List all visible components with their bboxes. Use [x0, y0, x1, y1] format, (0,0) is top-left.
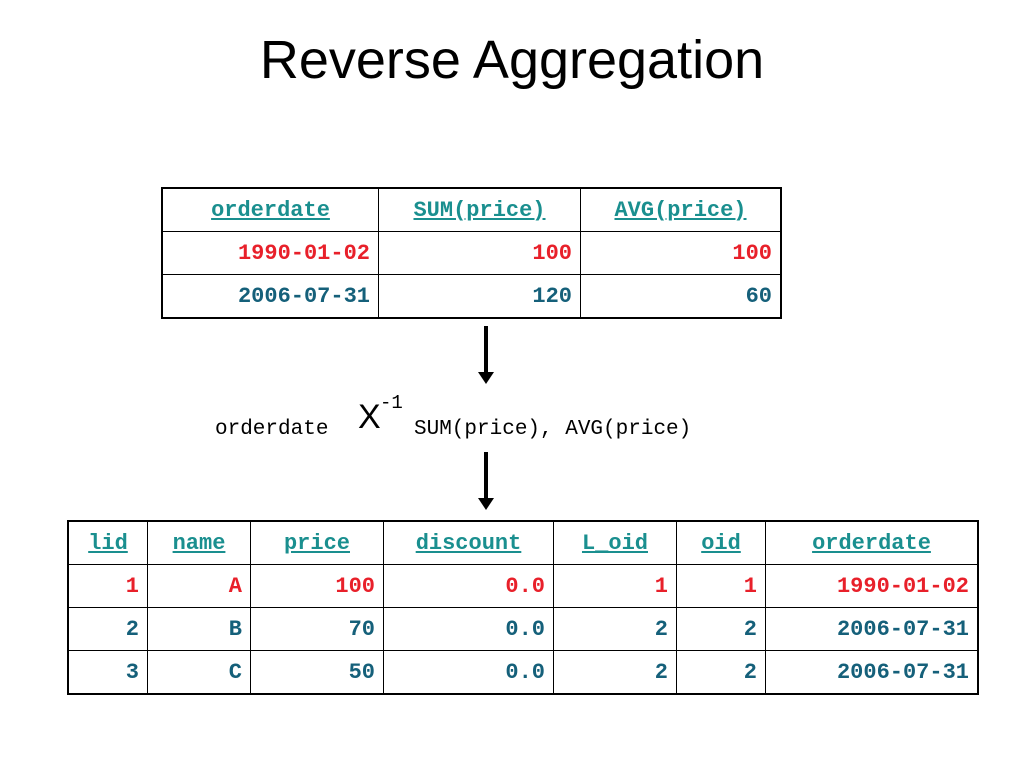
table-row: 2 B 70 0.0 2 2 2006-07-31 [67, 607, 979, 651]
column-header-l-oid[interactable]: L_oid [553, 520, 677, 565]
cell-name: B [147, 607, 251, 651]
operator-subscript-left: orderdate [215, 418, 329, 441]
table-row: 1990-01-02 100 100 [161, 231, 782, 275]
operator-subscript-right: SUM(price), AVG(price) [414, 418, 692, 441]
cell-discount: 0.0 [383, 607, 554, 651]
base-table: lid name price discount L_oid oid orderd… [67, 520, 979, 695]
cell-lid: 2 [67, 607, 148, 651]
aggregate-table: orderdate SUM(price) AVG(price) 1990-01-… [161, 187, 782, 319]
table-header-row: orderdate SUM(price) AVG(price) [161, 187, 782, 232]
table-header-row: lid name price discount L_oid oid orderd… [67, 520, 979, 565]
cell-sum-price: 120 [378, 274, 581, 319]
cell-discount: 0.0 [383, 564, 554, 608]
table-row: 2006-07-31 120 60 [161, 274, 782, 319]
cell-sum-price: 100 [378, 231, 581, 275]
column-header-lid[interactable]: lid [67, 520, 148, 565]
operator-superscript: -1 [380, 392, 403, 414]
cell-orderdate: 2006-07-31 [161, 274, 379, 319]
cell-oid: 2 [676, 650, 766, 695]
column-header-sum-price[interactable]: SUM(price) [378, 187, 581, 232]
table-row: 3 C 50 0.0 2 2 2006-07-31 [67, 650, 979, 695]
column-header-avg-price[interactable]: AVG(price) [580, 187, 782, 232]
cell-l-oid: 2 [553, 607, 677, 651]
cell-orderdate: 1990-01-02 [765, 564, 979, 608]
cell-price: 50 [250, 650, 384, 695]
operator-symbol: X [358, 398, 381, 436]
column-header-price[interactable]: price [250, 520, 384, 565]
cell-orderdate: 2006-07-31 [765, 607, 979, 651]
column-header-name[interactable]: name [147, 520, 251, 565]
cell-price: 70 [250, 607, 384, 651]
table-row: 1 A 100 0.0 1 1 1990-01-02 [67, 564, 979, 608]
slide-title: Reverse Aggregation [259, 30, 765, 90]
cell-price: 100 [250, 564, 384, 608]
cell-name: C [147, 650, 251, 695]
cell-oid: 2 [676, 607, 766, 651]
cell-l-oid: 1 [553, 564, 677, 608]
cell-lid: 1 [67, 564, 148, 608]
column-header-discount[interactable]: discount [383, 520, 554, 565]
down-arrow-icon [476, 452, 496, 510]
cell-name: A [147, 564, 251, 608]
cell-lid: 3 [67, 650, 148, 695]
cell-l-oid: 2 [553, 650, 677, 695]
cell-avg-price: 100 [580, 231, 782, 275]
column-header-oid[interactable]: oid [676, 520, 766, 565]
cell-discount: 0.0 [383, 650, 554, 695]
column-header-orderdate[interactable]: orderdate [765, 520, 979, 565]
cell-orderdate: 1990-01-02 [161, 231, 379, 275]
down-arrow-icon [476, 326, 496, 384]
cell-avg-price: 60 [580, 274, 782, 319]
cell-orderdate: 2006-07-31 [765, 650, 979, 695]
column-header-orderdate[interactable]: orderdate [161, 187, 379, 232]
cell-oid: 1 [676, 564, 766, 608]
